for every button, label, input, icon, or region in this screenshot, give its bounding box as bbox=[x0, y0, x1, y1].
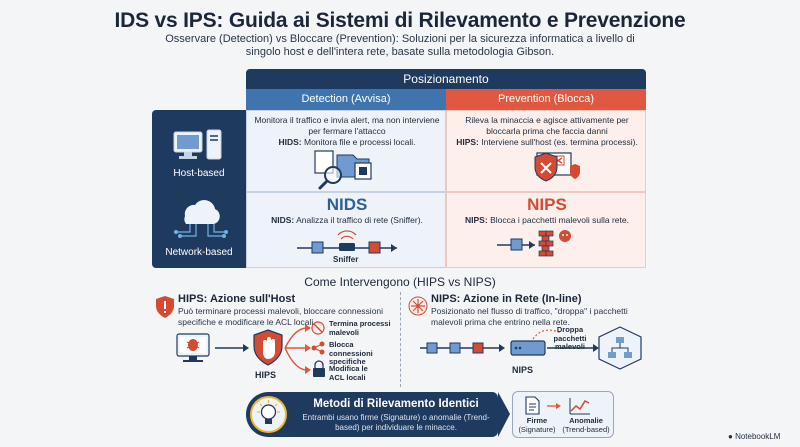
brand-watermark: ● NotebookLM bbox=[728, 432, 780, 441]
banner-arrow bbox=[498, 392, 510, 437]
hips-cell: Rileva la minaccia e agisce attivamente … bbox=[446, 110, 646, 192]
section-title-how-they-intervene: Come Intervengono (HIPS vs NIPS) bbox=[304, 275, 496, 289]
network-based-label: Network-based bbox=[165, 247, 233, 258]
warning-shield-icon bbox=[156, 296, 174, 318]
arrow-icon bbox=[547, 403, 561, 409]
computer-icon bbox=[173, 129, 222, 160]
hips-diagram-label: HIPS bbox=[255, 370, 277, 380]
nids-label: NIDS: bbox=[271, 215, 295, 225]
hids-summary: HIDS: Monitora file e processi locali. bbox=[253, 137, 441, 148]
firewall-block-icon bbox=[497, 230, 571, 257]
lightbulb-icon bbox=[250, 396, 287, 433]
section-divider bbox=[400, 292, 401, 387]
anomalie-title: Anomalie bbox=[569, 416, 603, 425]
hips-shield-icon bbox=[253, 329, 283, 366]
hips-action-title: HIPS: Azione sull'Host bbox=[178, 293, 296, 305]
lock-icon bbox=[313, 360, 325, 377]
detection-column-header: Detection (Avvisa) bbox=[246, 89, 446, 110]
sniffer-traffic-icon bbox=[297, 230, 397, 254]
action-block-connections: Blocca connessioni specifiche bbox=[329, 340, 373, 366]
nids-heading: NIDS bbox=[326, 195, 368, 214]
action-terminate-process: Termina processi malevoli bbox=[329, 319, 391, 337]
network-based-row-label: Network-based bbox=[152, 192, 246, 268]
prevention-description: Rileva la minaccia e agisce attivamente … bbox=[465, 115, 629, 136]
protected-network-icon bbox=[598, 326, 642, 370]
action-modify-acl: Modifica le ACL locali bbox=[329, 364, 368, 382]
nips-cell: NIPS NIPS: Blocca i pacchetti malevoli s… bbox=[446, 192, 646, 268]
hips-description: Interviene sull'host (es. termina proces… bbox=[481, 137, 638, 147]
anomalie-sub: (Trend-based) bbox=[562, 424, 610, 434]
drop-packets-label: Droppa pacchetti malevoli bbox=[553, 325, 587, 351]
brand-label: NotebookLM bbox=[735, 432, 781, 441]
anomalie-label: Anomalie (Trend-based) bbox=[557, 416, 615, 434]
detection-methods-banner: Metodi di Rilevamento Identici Entrambi … bbox=[246, 392, 498, 437]
detection-description: Monitora il traffico e invia alert, ma n… bbox=[254, 115, 440, 136]
banner-title: Metodi di Rilevamento Identici bbox=[313, 398, 479, 410]
hips-action-text: Può terminare processi malevoli, bloccar… bbox=[178, 306, 384, 327]
page-subtitle: Osservare (Detection) vs Bloccare (Preve… bbox=[165, 33, 635, 58]
nips-action-text: Posizionato nel flusso di traffico, "dro… bbox=[431, 306, 628, 327]
hips-summary: HIPS: Interviene sull'host (es. termina … bbox=[453, 137, 641, 148]
hids-label: HIDS: bbox=[278, 137, 302, 147]
hids-cell: Monitora il traffico e invia alert, ma n… bbox=[246, 110, 446, 192]
nips-summary: NIPS: Blocca i pacchetti malevoli sulla … bbox=[453, 215, 641, 226]
nips-description: Blocca i pacchetti malevoli sulla rete. bbox=[490, 215, 629, 225]
nids-description: Analizza il traffico di rete (Sniffer). bbox=[296, 215, 423, 225]
block-connection-icon bbox=[311, 341, 325, 355]
nips-label: NIPS: bbox=[465, 215, 488, 225]
nips-action-title: NIPS: Azione in Rete (In-line) bbox=[431, 293, 582, 305]
sniffer-label: Sniffer bbox=[333, 255, 359, 264]
firme-label: Firme (Signature) bbox=[517, 416, 557, 434]
nips-inline-diagram bbox=[420, 326, 642, 370]
nids-cell: NIDS NIDS: Analizza il traffico di rete … bbox=[246, 192, 446, 268]
brand-icon: ● bbox=[728, 432, 736, 441]
shield-block-icon bbox=[534, 152, 580, 182]
firme-sub: (Signature) bbox=[518, 424, 556, 434]
hips-label: HIPS: bbox=[456, 137, 479, 147]
terminate-process-icon bbox=[311, 321, 325, 335]
page-title: IDS vs IPS: Guida ai Sistemi di Rilevame… bbox=[114, 9, 686, 32]
banner-text: Entrambi usano firme (Signature) o anoma… bbox=[302, 413, 490, 432]
infected-computer-icon bbox=[176, 333, 210, 362]
network-star-icon bbox=[408, 296, 428, 316]
trend-chart-icon bbox=[569, 398, 590, 415]
hips-action-diagram bbox=[176, 321, 325, 377]
firme-title: Firme bbox=[526, 416, 548, 425]
cloud-network-icon bbox=[174, 200, 228, 238]
nips-diagram-label: NIPS bbox=[512, 365, 534, 375]
nips-appliance-icon bbox=[510, 340, 546, 356]
host-based-row-label: Host-based bbox=[152, 110, 246, 192]
methods-box: Firme (Signature) Anomalie (Trend-based) bbox=[512, 391, 614, 438]
signature-file-icon bbox=[525, 396, 540, 415]
positioning-header: Posizionamento bbox=[246, 69, 646, 89]
hids-description: Monitora file e processi locali. bbox=[304, 137, 416, 147]
nips-heading: NIPS bbox=[527, 195, 567, 214]
nids-summary: NIDS: Analizza il traffico di rete (Snif… bbox=[253, 215, 441, 226]
magnifier-icon bbox=[314, 150, 372, 190]
host-based-label: Host-based bbox=[173, 168, 225, 179]
prevention-column-header: Prevention (Blocca) bbox=[446, 89, 646, 110]
